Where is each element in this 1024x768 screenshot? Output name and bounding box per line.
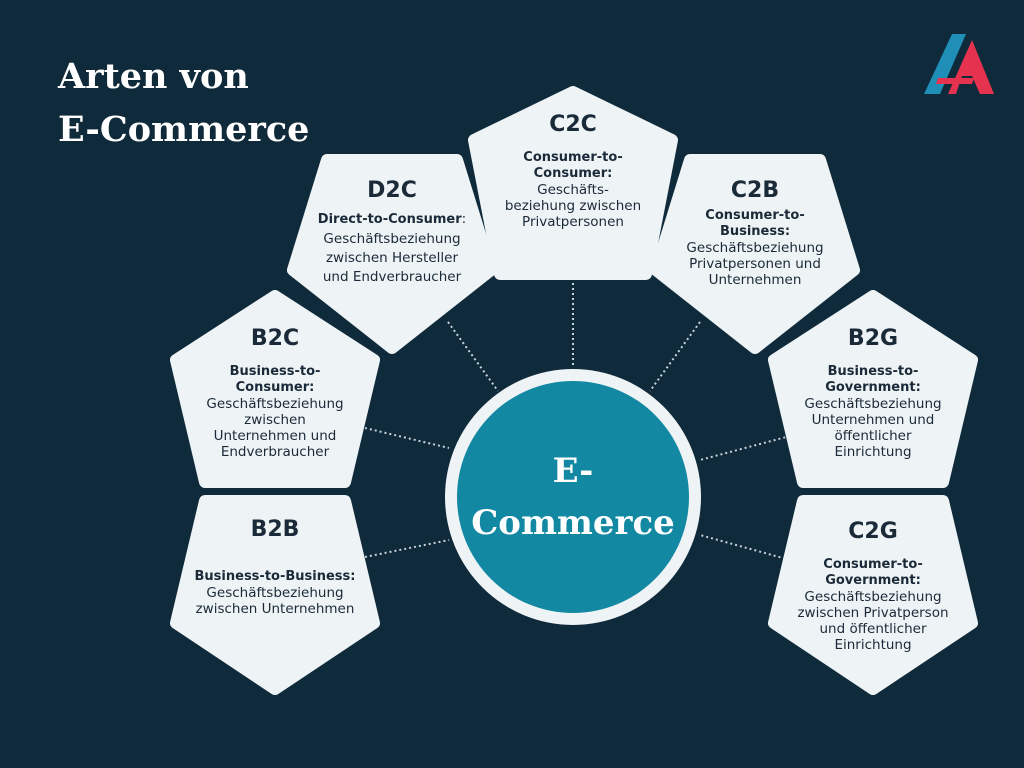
node-b2g: B2G Business-to-Government: Geschäftsbez… xyxy=(768,290,978,490)
node-c2c: C2C Consumer-to-Consumer: Geschäfts-bezi… xyxy=(468,86,678,286)
node-c2b-term: Consumer-to-Business: xyxy=(705,208,805,239)
node-c2b: C2B Consumer-to-Business: Geschäftsbezie… xyxy=(650,150,860,355)
node-b2g-abbr: B2G xyxy=(847,326,899,351)
center-circle xyxy=(445,369,701,625)
connector-c2g xyxy=(699,534,791,561)
node-b2c-desc: Geschäftsbeziehung zwischen Unternehmen … xyxy=(206,396,344,460)
page-title-line-1: Arten von xyxy=(58,56,249,97)
node-d2c-term: Direct-to-Consumer xyxy=(317,212,462,227)
node-b2b-desc: Geschäftsbeziehung zwischen Unternehmen xyxy=(195,585,355,617)
center-label-line-1: E- xyxy=(552,451,594,491)
node-c2g-desc: Geschäftsbeziehung zwischen Privatperson… xyxy=(797,589,949,653)
node-d2c-desc: : Geschäftsbeziehung zwischen Hersteller… xyxy=(322,211,467,285)
node-c2c-desc: Geschäfts-beziehung zwischen Privatperso… xyxy=(504,182,642,230)
node-b2c-abbr: B2C xyxy=(250,326,300,351)
node-c2c-term: Consumer-to-Consumer: xyxy=(523,150,623,181)
node-b2b-term: Business-to-Business: xyxy=(194,569,356,584)
connector-b2g xyxy=(699,435,791,461)
node-b2g-desc: Geschäftsbeziehung Unternehmen und öffen… xyxy=(804,396,942,460)
pentagon-shape xyxy=(170,290,380,488)
node-c2g: C2G Consumer-to-Government: Geschäftsbez… xyxy=(768,495,978,695)
center-node: E- Commerce xyxy=(443,367,703,627)
node-c2c-abbr: C2C xyxy=(549,112,597,137)
pentagon-shape xyxy=(768,290,978,488)
node-b2c: B2C Business-to-Consumer: Geschäftsbezie… xyxy=(170,290,380,490)
pentagon-shape xyxy=(170,495,380,695)
node-b2c-term: Business-to-Consumer: xyxy=(229,364,321,395)
pentagon-shape xyxy=(468,86,678,280)
node-c2g-abbr: C2G xyxy=(848,519,898,544)
center-label-line-2: Commerce xyxy=(471,503,675,543)
connector-c2b xyxy=(649,321,701,392)
logo-red-bar xyxy=(936,78,974,84)
connector-b2b xyxy=(364,539,450,558)
node-d2c: D2C Direct-to-Consumer: Geschäftsbeziehu… xyxy=(287,150,497,355)
connector-d2c xyxy=(447,321,499,392)
node-b2g-term: Business-to-Government: xyxy=(825,364,921,395)
pentagon-shape xyxy=(650,154,860,354)
node-c2g-term: Consumer-to-Government: xyxy=(823,557,923,588)
node-b2b: B2B Business-to-Business: Geschäftsbezie… xyxy=(170,495,380,695)
double-a-logo-icon xyxy=(922,32,996,100)
page-title: Arten von E-Commerce xyxy=(58,50,309,156)
pentagon-shape xyxy=(287,154,497,354)
node-b2b-abbr: B2B xyxy=(250,517,300,542)
pentagon-shape xyxy=(768,495,978,695)
node-d2c-abbr: D2C xyxy=(367,178,417,203)
logo-blue-part xyxy=(924,34,966,94)
node-c2b-abbr: C2B xyxy=(730,178,780,203)
node-c2b-desc: Geschäftsbeziehung Privatpersonen und Un… xyxy=(686,240,824,288)
connector-b2c xyxy=(364,427,450,449)
page-title-line-2: E-Commerce xyxy=(58,109,310,150)
